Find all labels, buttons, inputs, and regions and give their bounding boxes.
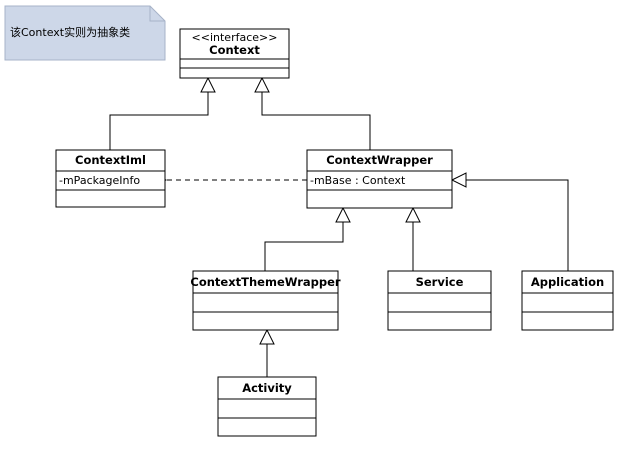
class-context-name: Context (209, 43, 260, 57)
class-contextwrapper-attribute: -mBase : Context (310, 174, 406, 187)
generalization-triangle-service (405, 206, 421, 223)
note-body (4, 5, 166, 61)
realization-line-contextiml (109, 92, 209, 150)
class-contextthemewrapper: ContextThemeWrapper (190, 270, 341, 331)
class-activity: Activity (217, 376, 317, 437)
class-contextiml-attribute: -mPackageInfo (59, 174, 140, 187)
class-service-name: Service (416, 275, 464, 289)
generalization-line-themewrapper (264, 222, 344, 271)
class-context: <<interface>> Context (179, 28, 290, 79)
class-context-stereotype: <<interface>> (192, 31, 278, 44)
realization-line-contextwrapper (261, 92, 371, 150)
note-text: 该Context实则为抽象类 (10, 25, 130, 39)
class-contextwrapper-name: ContextWrapper (326, 153, 433, 167)
class-application-name: Application (531, 275, 604, 289)
class-contextthemewrapper-name: ContextThemeWrapper (190, 275, 341, 289)
generalization-line-application (466, 179, 569, 271)
realization-triangle-contextwrapper (254, 76, 270, 93)
class-application: Application (521, 270, 614, 331)
generalization-triangle-themewrapper (335, 206, 351, 223)
class-activity-name: Activity (242, 381, 292, 395)
class-contextwrapper: ContextWrapper -mBase : Context (306, 149, 453, 209)
note: 该Context实则为抽象类 (4, 5, 166, 61)
class-service: Service (387, 270, 492, 331)
connectors (109, 76, 569, 377)
generalization-triangle-application (450, 172, 467, 188)
class-contextiml-name: ContextIml (75, 153, 146, 167)
realization-triangle-contextiml (200, 76, 216, 93)
generalization-triangle-activity (259, 328, 275, 345)
note-fold (149, 6, 165, 22)
class-contextiml: ContextIml -mPackageInfo (55, 149, 166, 208)
